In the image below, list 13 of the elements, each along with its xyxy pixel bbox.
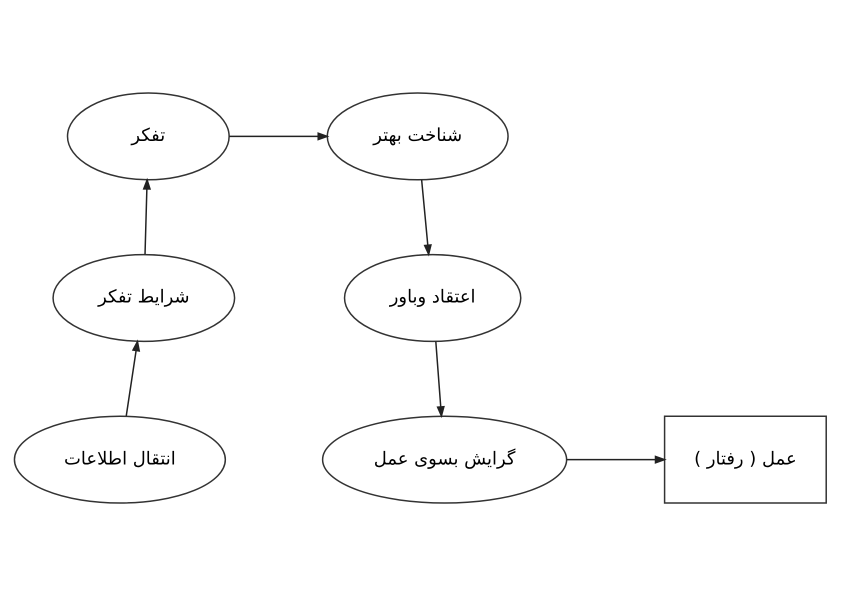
node-ellipse: گرایش بسوی عمل	[322, 414, 568, 504]
arrow	[142, 177, 152, 254]
node-ellipse: شرایط تفکر	[52, 253, 236, 342]
arrow	[420, 179, 432, 256]
node-ellipse: اعتقاد وباور	[344, 253, 522, 342]
node-ellipse: تفکر	[66, 92, 230, 180]
node-ellipse: انتقال اطلاعات	[14, 414, 226, 504]
node-ellipse: شناخت بهتر	[326, 92, 509, 180]
arrow	[435, 341, 445, 418]
node-box: عمل ( رفتار )	[664, 414, 827, 504]
arrow	[229, 132, 330, 140]
arrow	[566, 454, 667, 464]
arrow	[126, 338, 140, 416]
